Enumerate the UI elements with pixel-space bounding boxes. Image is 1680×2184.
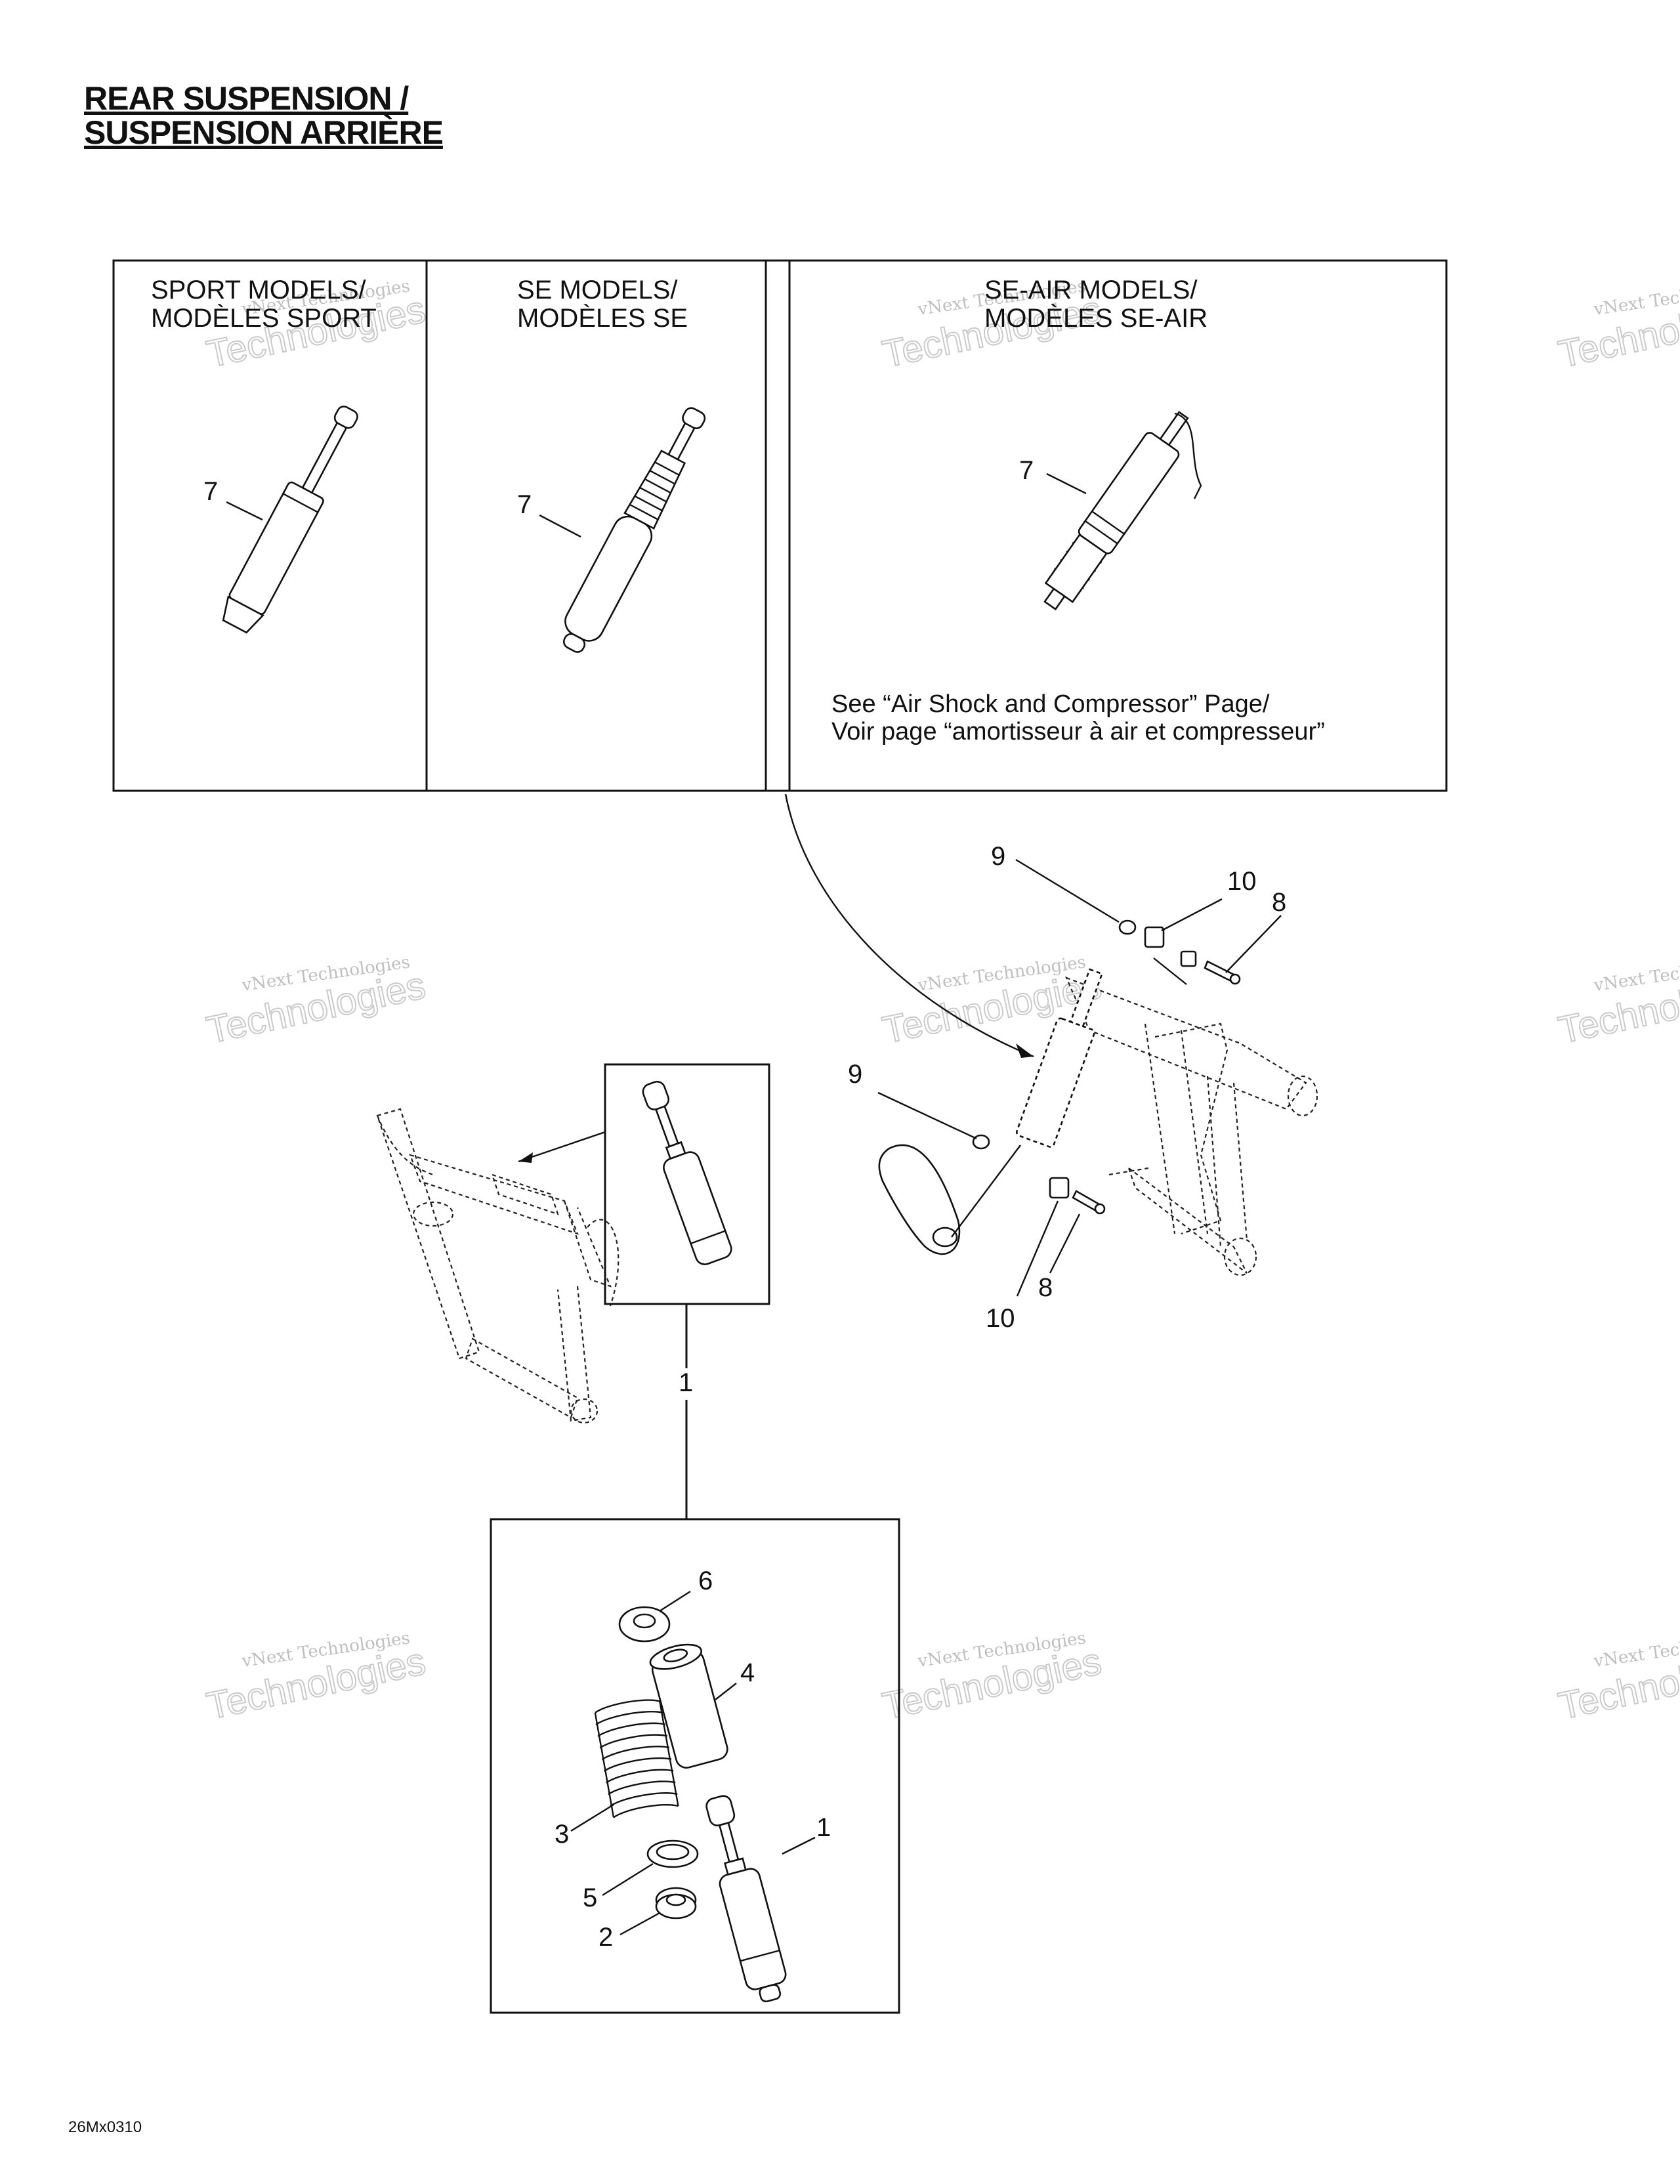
callout-bolt-bottom: 8 xyxy=(1038,1273,1053,1302)
callout-spacer-top: 10 xyxy=(1227,867,1257,896)
page-title: REAR SUSPENSION / SUSPENSION ARRIÈRE xyxy=(84,80,444,151)
nut-icon xyxy=(972,1134,990,1150)
seair-note-line1: See “Air Shock and Compressor” Page/ xyxy=(831,690,1270,718)
callout-bolt-top: 8 xyxy=(1272,888,1286,917)
spacer-icon xyxy=(1144,926,1165,948)
model-panels: SPORT MODELS/ MODÈLES SPORT SE MODELS/ M… xyxy=(112,259,1448,792)
reference-arrow xyxy=(784,793,1034,1058)
callout-stopper: 6 xyxy=(698,1566,713,1595)
se-panel-title: SE MODELS/ xyxy=(517,276,678,304)
leader-line xyxy=(539,514,581,538)
seair-panel-frame xyxy=(765,259,1448,792)
bracket-hole xyxy=(932,1227,958,1248)
se-panel-subtitle: MODÈLES SE xyxy=(517,303,688,333)
callout-nut-bottom: 9 xyxy=(848,1060,862,1089)
stopper-icon xyxy=(618,1606,671,1643)
watermark: vNext Technologies Technologies xyxy=(202,1628,430,1728)
callout-sport-shock: 7 xyxy=(203,477,218,506)
sleeve-icon xyxy=(649,1643,728,1769)
callout-ring: 5 xyxy=(583,1883,597,1912)
watermark: vNext Technologies Technologies xyxy=(202,952,430,1052)
seair-panel-title: SE-AIR MODELS/ xyxy=(984,276,1198,304)
bolt-head-icon xyxy=(1229,973,1241,985)
page-title-fr: SUSPENSION ARRIÈRE xyxy=(84,114,444,151)
se-shock-drawing: 7 xyxy=(517,407,706,653)
callout-spacer-bottom: 10 xyxy=(986,1304,1015,1333)
mounted-shock xyxy=(1015,968,1103,1148)
page-title-en: REAR SUSPENSION / xyxy=(84,80,409,117)
spring-kit: 6 4 3 5 2 xyxy=(490,1518,900,2014)
sport-panel-title: SPORT MODELS/ xyxy=(151,276,366,304)
seair-panel-subtitle: MODÈLES SE-AIR xyxy=(984,303,1208,333)
bolt-head-icon xyxy=(1094,1203,1106,1215)
watermark: vNext Technologies Technologies xyxy=(1554,276,1680,376)
spacer-icon xyxy=(1049,1177,1070,1199)
hardware xyxy=(878,919,1241,1255)
sport-panel-subtitle: MODÈLES SPORT xyxy=(151,303,377,333)
bolt-icon xyxy=(1204,960,1235,982)
rear-arm-assembly xyxy=(1064,976,1318,1276)
seair-shock-drawing: 7 xyxy=(1019,411,1202,611)
nut-icon xyxy=(1118,919,1137,935)
drawing-code: 26Mx0310 xyxy=(68,2118,142,2136)
callout-shock: 1 xyxy=(816,1813,831,1842)
spacer-icon xyxy=(1180,950,1197,967)
air-hose xyxy=(1174,412,1202,499)
callout-retainer: 2 xyxy=(598,1923,613,1952)
right-leaders: 9 10 8 9 8 10 xyxy=(848,842,1286,1333)
callout-assembly: 1 xyxy=(679,1368,693,1397)
callout-sleeve: 4 xyxy=(740,1658,755,1687)
ring-icon xyxy=(646,1839,699,1868)
callout-se-shock: 7 xyxy=(517,490,532,519)
callout-seair-shock: 7 xyxy=(1019,456,1034,485)
retainer-icon xyxy=(655,1887,697,1920)
arrow-head xyxy=(1016,1043,1034,1058)
leader-line xyxy=(1046,472,1087,495)
sport-shock-drawing: 7 xyxy=(203,406,358,634)
panels-frame xyxy=(112,259,791,792)
callout-spring: 3 xyxy=(555,1820,569,1849)
front-arm-assembly xyxy=(376,1108,620,1424)
watermark: vNext Technologies Technologies xyxy=(1554,952,1680,1052)
leader-line xyxy=(226,501,263,521)
callout-nut-top: 9 xyxy=(991,842,1005,871)
seair-note-line2: Voir page “amortisseur à air et compress… xyxy=(831,718,1325,746)
spring-icon xyxy=(594,1699,679,1818)
label-mask xyxy=(673,1368,700,1400)
watermark: vNext Technologies Technologies xyxy=(1554,1628,1680,1728)
watermarks: vNext Technologies Technologies vNext Te… xyxy=(202,276,1680,1728)
bracket-icon xyxy=(878,1144,961,1255)
watermark: vNext Technologies Technologies xyxy=(878,1628,1106,1728)
shock-absorber-icon xyxy=(705,1795,787,2003)
front-shock-detail xyxy=(518,1063,770,1305)
